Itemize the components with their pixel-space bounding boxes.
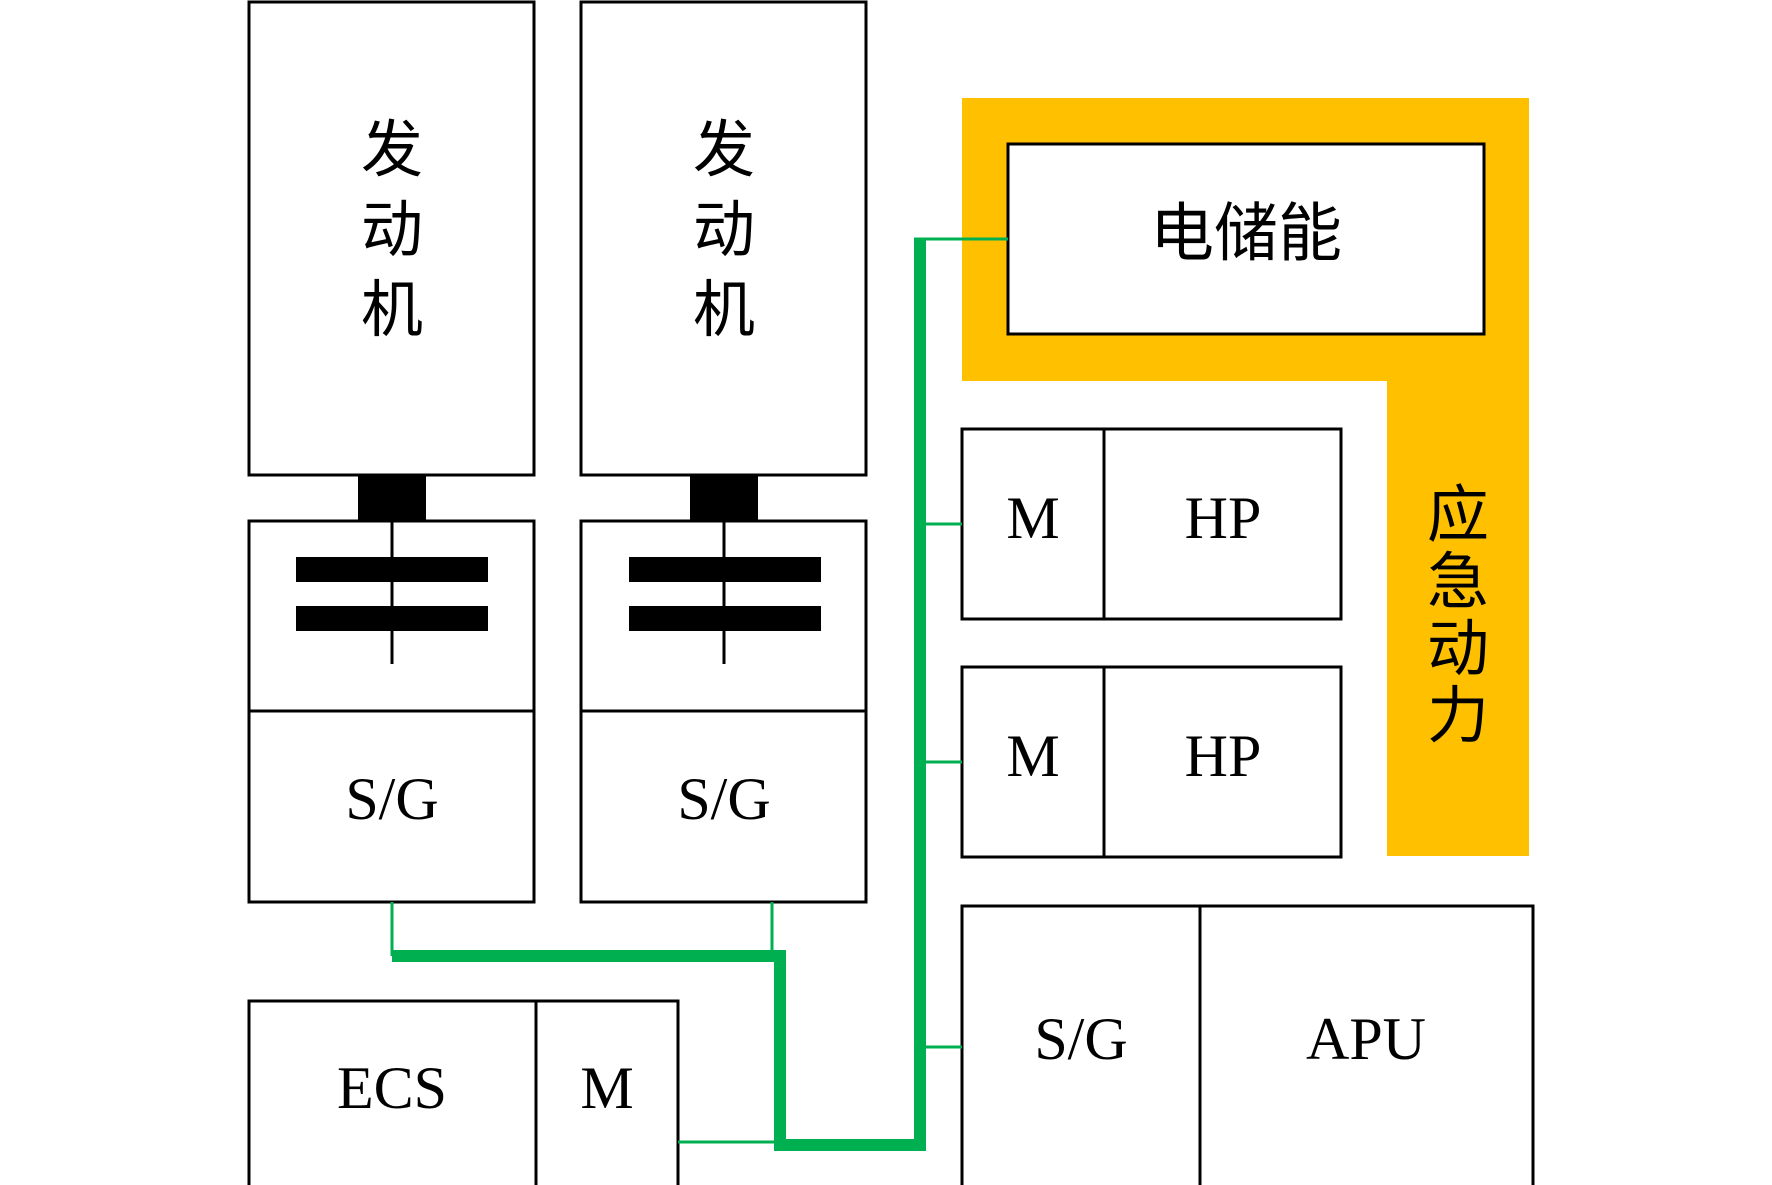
hydraulic-unit-1-pump-box	[1102, 427, 1343, 621]
apu-generator-box	[960, 904, 1202, 1185]
engine-right-clutch-plate-lower	[629, 606, 821, 631]
engine-left-label-char-3: 机	[361, 273, 423, 346]
engine-right-body	[579, 0, 868, 477]
engine-left-generator-label: S/G	[345, 766, 438, 832]
hydraulic-unit-2-pump-box	[1102, 665, 1343, 859]
power-bus	[390, 237, 1008, 1151]
energy-storage-label: 电储能	[1150, 198, 1342, 272]
ecs-motor-label: M	[580, 1055, 633, 1121]
engine-right-clutch-plate-upper	[629, 557, 821, 582]
hydraulic-unit-2-motor-label: M	[1006, 723, 1059, 789]
engine-right-label-char-3: 机	[693, 273, 755, 346]
hydraulic-unit-2-pump-label: HP	[1185, 723, 1262, 789]
emergency-label-char-4: 力	[1427, 679, 1489, 752]
engine-left: 发 动 机 S/G	[247, 0, 536, 904]
ecs-label: ECS	[337, 1055, 447, 1121]
emergency-label-char-1: 应	[1427, 478, 1489, 551]
apu-label: APU	[1306, 1006, 1426, 1072]
engine-left-shaft	[358, 475, 426, 521]
energy-storage-box	[1006, 142, 1486, 336]
bus-thick-trunk	[392, 240, 926, 1151]
engine-left-label-char-2: 动	[361, 193, 423, 266]
engine-right-shaft	[690, 475, 758, 521]
engine-left-clutch-plate-lower	[296, 606, 488, 631]
engine-right-generator-box	[579, 709, 868, 904]
ecs-motor-box	[534, 999, 680, 1185]
apu-box	[1198, 904, 1535, 1185]
hydraulic-unit-1: M HP	[960, 427, 1343, 621]
engine-right-generator-label: S/G	[677, 766, 770, 832]
apu-unit: S/G APU	[960, 904, 1535, 1185]
engine-right-label-char-1: 发	[693, 113, 755, 186]
hydraulic-unit-2: M HP	[960, 665, 1343, 859]
engine-left-label-char-1: 发	[361, 113, 423, 186]
ecs-box	[247, 999, 538, 1185]
engine-left-clutch-plate-upper	[296, 557, 488, 582]
engine-right: 发 动 机 S/G	[579, 0, 868, 904]
ecs-unit: ECS M	[247, 999, 680, 1185]
apu-generator-label: S/G	[1034, 1006, 1127, 1072]
emergency-label-char-3: 动	[1427, 612, 1489, 685]
emergency-label-char-2: 急	[1427, 545, 1489, 618]
hydraulic-unit-1-motor-label: M	[1006, 485, 1059, 551]
hydraulic-unit-1-pump-label: HP	[1185, 485, 1262, 551]
engine-left-generator-box	[247, 709, 536, 904]
engine-right-label-char-2: 动	[693, 193, 755, 266]
